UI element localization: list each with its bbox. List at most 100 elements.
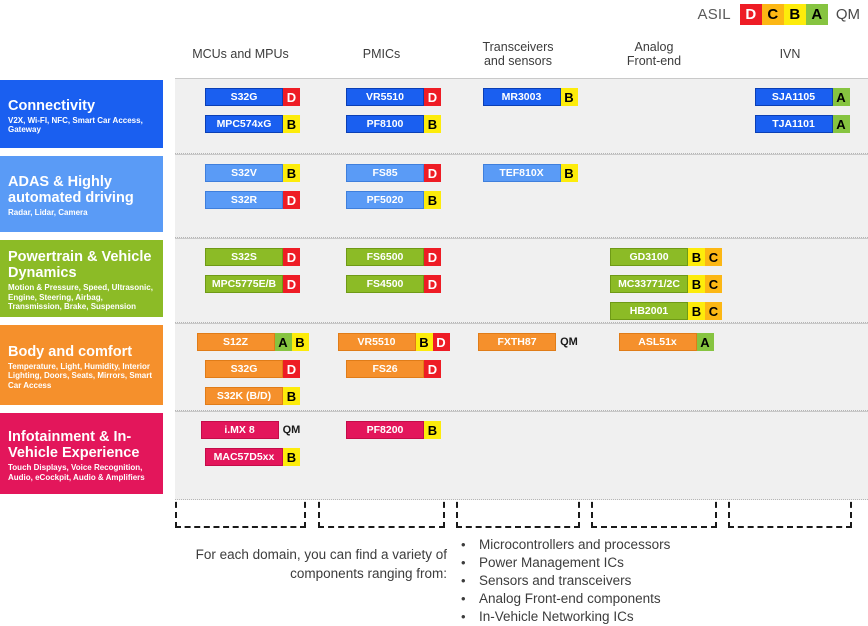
bullet-icon: •: [461, 555, 466, 570]
component-chip-label: ASL51x: [618, 333, 697, 351]
domain-subtitle: V2X, Wi-FI, NFC, Smart Car Access, Gatew…: [8, 115, 143, 135]
component-chip-label: S32G: [205, 88, 283, 106]
domain-title: Powertrain & Vehicle Dynamics: [8, 249, 152, 282]
footer-list-item-label: Microcontrollers and processors: [479, 537, 671, 552]
asil-badge-b: B: [688, 302, 705, 320]
asil-badge-d: D: [424, 248, 441, 266]
footer-list-item: • Analog Front-end components: [461, 590, 670, 608]
bullet-icon: •: [461, 609, 466, 624]
asil-badge-d: D: [424, 88, 441, 106]
component-chip-label: HB2001: [610, 302, 688, 320]
bullet-icon: •: [461, 537, 466, 552]
column-header-label: IVN: [779, 47, 801, 61]
domain-subtitle: Touch Displays, Voice Recognition, Audio…: [8, 463, 145, 482]
component-chip-label: FS85: [346, 164, 424, 182]
component-chip-label: S32R: [205, 191, 283, 209]
component-chip-label: TJA1101: [754, 115, 833, 133]
component-chip-label: S32S: [205, 248, 283, 266]
asil-legend-label: ASIL: [697, 6, 731, 23]
footer-list-item-label: Sensors and transceivers: [479, 573, 632, 588]
domain-title: ADAS & Highly automated driving: [8, 174, 134, 207]
domain-title: Infotainment & In-Vehicle Experience: [8, 429, 140, 461]
component-chip-label: MC33771/2C: [610, 275, 688, 293]
asil-badge-d: D: [432, 333, 450, 351]
component-chip-label: FS26: [346, 360, 424, 378]
column-header-mcu: MCUs and MPUs: [175, 30, 306, 78]
footer-list-item-label: Analog Front-end components: [479, 591, 661, 606]
asil-badge-b: B: [424, 115, 441, 133]
bullet-icon: •: [461, 591, 466, 606]
asil-badge-d: D: [283, 275, 300, 293]
asil-legend-level-qm: QM: [835, 6, 860, 23]
component-chip-label: MPC574xG: [205, 115, 283, 133]
component-chip-label: MAC57D5xx: [205, 448, 283, 466]
component-chip[interactable]: S32K (B/D)B: [205, 387, 300, 405]
domain-title: Body and comfort: [8, 343, 133, 360]
asil-legend-level-a: A: [805, 4, 828, 25]
asil-badge-b: B: [688, 275, 705, 293]
domain-subtitle: Motion & Pressure, Speed, Ultrasonic, En…: [8, 283, 153, 312]
component-chip-label: MPC5775E/B: [205, 275, 283, 293]
component-chip-label: TEF810X: [482, 164, 561, 182]
cell-adas-ivn: [740, 155, 864, 237]
component-chip-label: VR5510: [337, 333, 416, 351]
footer-list-item-label: Power Management ICs: [479, 555, 624, 570]
component-chip-label: PF5020: [346, 191, 424, 209]
domain-title: Connectivity: [8, 97, 96, 114]
cell-infotainment-afe: [603, 412, 729, 499]
component-chip-label: S12Z: [196, 333, 275, 351]
component-chip-label: PF8200: [346, 421, 424, 439]
cell-powertrain-trx: [468, 239, 592, 322]
